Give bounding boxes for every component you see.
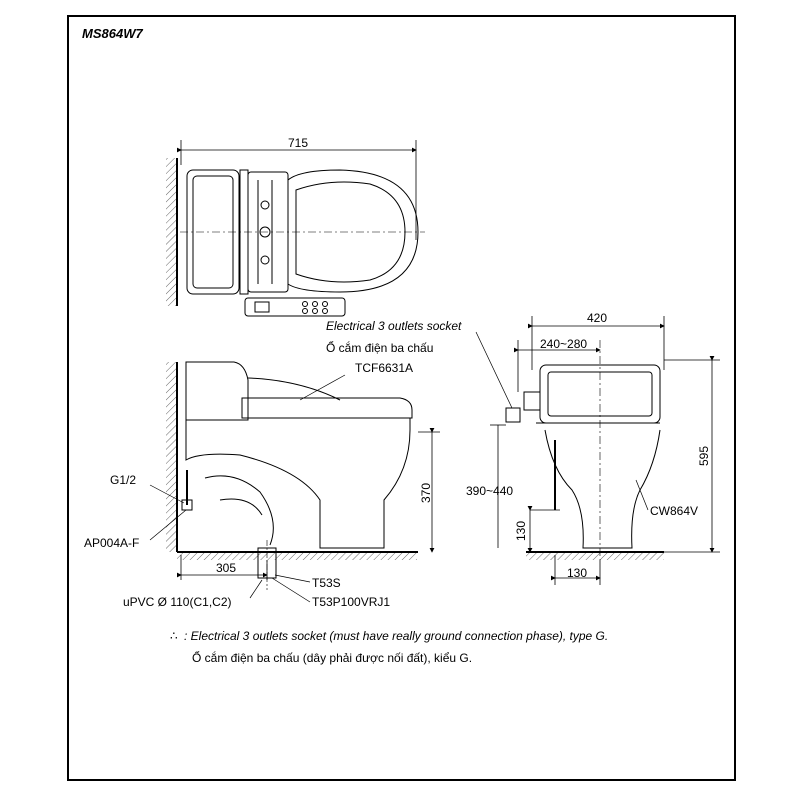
front-model-label: CW864V	[650, 504, 698, 518]
dim-label-370: 370	[419, 483, 433, 503]
floor-hatch-side	[177, 552, 417, 560]
valve-label: AP004A-F	[84, 536, 139, 550]
control-box	[523, 391, 541, 411]
wall-hatch-side	[166, 362, 177, 552]
dim-label-715: 715	[288, 136, 308, 150]
dim-label-595: 595	[697, 446, 711, 466]
front-view	[475, 316, 720, 585]
seat-side	[241, 397, 413, 419]
note-line-1: : Electrical 3 outlets socket (must have…	[184, 629, 608, 643]
dim-label-390-440: 390~440	[466, 484, 513, 498]
dim-label-420: 420	[587, 311, 607, 325]
remote-control	[244, 297, 346, 317]
bowl-front	[544, 429, 661, 549]
inlet-label: G1/2	[110, 473, 136, 487]
dim-label-130-vertical: 130	[514, 521, 528, 541]
tank-side	[185, 361, 249, 421]
wall-hatch-top	[166, 158, 177, 306]
bowl-top	[287, 169, 419, 293]
part-a-label: T53S	[312, 576, 341, 590]
electrical-outlet	[505, 407, 521, 423]
floor-hatch-front	[526, 552, 664, 560]
top-view	[166, 140, 425, 317]
model-title: MS864W7	[82, 26, 143, 41]
socket-label-en: Electrical 3 outlets socket	[326, 319, 462, 333]
note-line-2: Ổ cắm điện ba chấu (dây phải được nối đấ…	[192, 650, 472, 665]
note-symbol: ∴	[170, 629, 178, 643]
bowl-side	[185, 418, 411, 549]
dim-label-240-280: 240~280	[540, 337, 587, 351]
pipe-label: uPVC Ø 110(C1,C2)	[123, 595, 232, 609]
angle-valve	[181, 499, 193, 511]
side-view	[149, 361, 440, 603]
dim-label-130-horizontal: 130	[567, 566, 587, 580]
part-b-label: T53P100VRJ1	[312, 595, 390, 609]
socket-label-vi: Ổ cắm điện ba chấu	[326, 340, 433, 355]
seat-model-label: TCF6631A	[355, 361, 413, 375]
drawing-frame	[67, 15, 736, 781]
dim-label-305: 305	[216, 561, 236, 575]
